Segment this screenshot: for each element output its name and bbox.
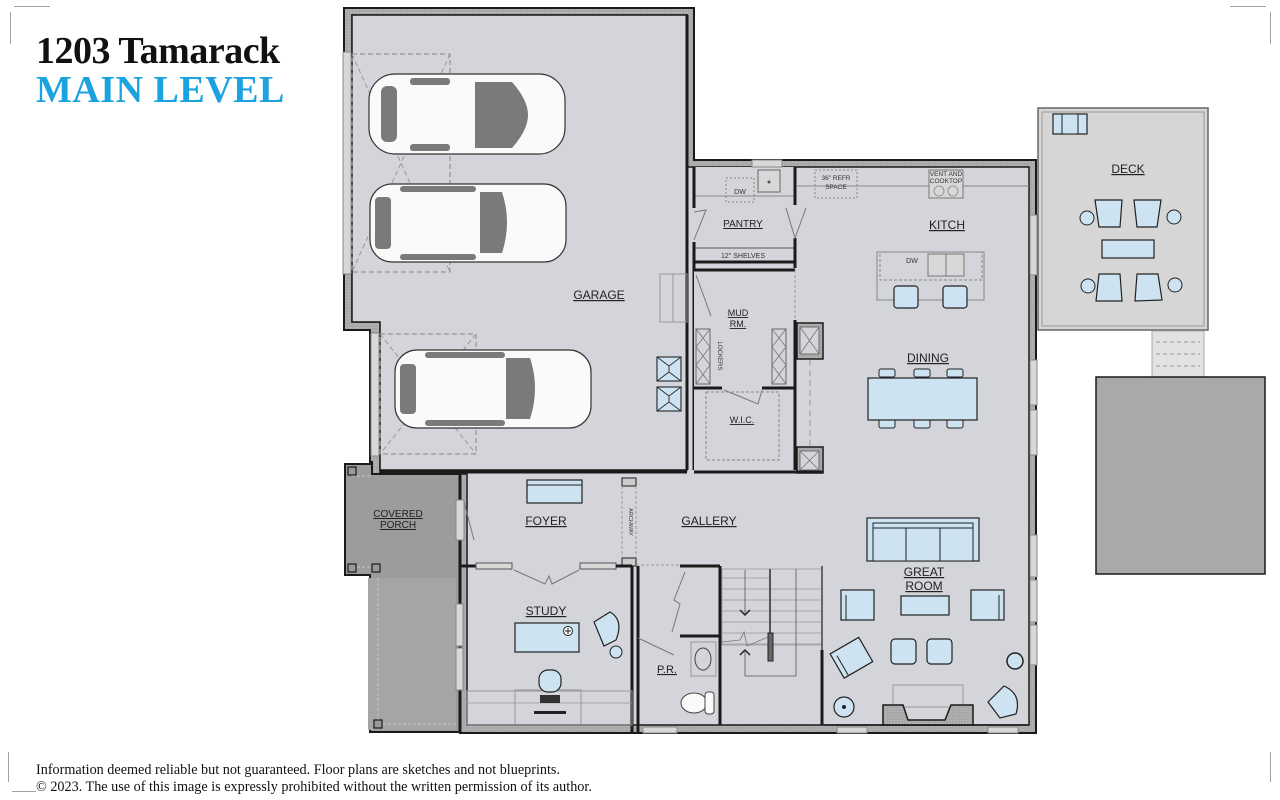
powder-room-label: P.R. xyxy=(657,664,677,676)
disclaimer-line-1: Information deemed reliable but not guar… xyxy=(36,762,560,778)
staircase xyxy=(721,566,824,725)
refr-label-2: SPACE xyxy=(825,184,847,191)
patio xyxy=(1095,376,1266,575)
garage: GARAGE xyxy=(342,14,689,474)
level-name: MAIN LEVEL xyxy=(36,69,285,111)
grill-icon xyxy=(1052,113,1088,135)
car-1-icon xyxy=(368,73,566,155)
crop-mark-bottom-left-h xyxy=(12,791,36,792)
car-2-icon xyxy=(369,183,567,263)
vent-label-2: COOKTOP xyxy=(930,178,962,185)
mechanical-unit-icon xyxy=(656,356,682,412)
bar-stool-icon xyxy=(893,285,968,309)
patio-table-icon xyxy=(1101,239,1155,259)
deck-label: DECK xyxy=(1111,162,1144,176)
study: STUDY xyxy=(455,562,634,733)
dining-label: DINING xyxy=(907,351,949,365)
built-in-desk-icon xyxy=(466,669,633,726)
crop-mark-top-left-v xyxy=(10,12,11,44)
armchair-icon xyxy=(840,589,1005,621)
right-windows xyxy=(751,159,1038,666)
powder-room: P.R. xyxy=(636,564,722,733)
patio-chair-icon xyxy=(1094,199,1163,302)
armchair-angled-icon xyxy=(829,636,874,679)
great-room-label-1: GREAT xyxy=(904,565,945,579)
crop-mark-bottom-right-v xyxy=(1270,752,1271,782)
mud-room-label-1: MUD xyxy=(728,308,749,318)
covered-porch-label-1: COVERED xyxy=(373,509,422,520)
island-dw-label: DW xyxy=(906,258,918,265)
covered-porch-label-2: PORCH xyxy=(380,520,416,531)
great-room-label-2: ROOM xyxy=(905,579,942,593)
foyer-label: FOYER xyxy=(525,514,567,528)
vent-label-1: VENT AND xyxy=(930,171,963,178)
desk-icon xyxy=(514,622,580,653)
garage-label: GARAGE xyxy=(573,288,624,302)
archway-label: ARCHWAY xyxy=(627,508,633,536)
coffee-table-icon xyxy=(900,595,950,616)
refr-label-1: 36" REFR xyxy=(821,175,850,182)
side-table-icon xyxy=(1006,652,1024,670)
disclaimer: Information deemed reliable but not guar… xyxy=(36,762,592,795)
pantry-shelves-label: 12" SHELVES xyxy=(721,253,765,260)
title-block: 1203 Tamarack MAIN LEVEL xyxy=(36,32,285,110)
crop-mark-top-left-h xyxy=(14,6,50,7)
covered-porch: COVERED PORCH xyxy=(344,463,461,733)
dining-table-icon xyxy=(867,368,978,429)
sofa-icon xyxy=(866,517,980,562)
dining: DINING xyxy=(867,351,978,429)
mud-room: LOCKERS MUD RM. W.I.C. xyxy=(694,268,824,474)
toilet-icon xyxy=(680,691,715,715)
deck-stairs xyxy=(1151,330,1205,379)
crop-mark-top-right-h xyxy=(1230,6,1266,7)
kitchen-label: KITCH xyxy=(929,218,965,232)
disclaimer-line-2: © 2023. The use of this image is express… xyxy=(36,778,592,795)
pantry-dw-label: DW xyxy=(734,189,746,196)
lockers-label: LOCKERS xyxy=(716,342,722,371)
side-table-icon xyxy=(1079,209,1183,294)
ottoman-icon xyxy=(890,638,953,665)
study-label: STUDY xyxy=(526,604,567,618)
property-address: 1203 Tamarack xyxy=(36,30,280,72)
mud-room-label-2: RM. xyxy=(730,319,747,329)
wic-label: W.I.C. xyxy=(730,415,755,425)
foyer-bench-icon xyxy=(526,479,583,504)
round-chair-icon xyxy=(987,685,1019,719)
gallery-label: GALLERY xyxy=(681,514,736,528)
armchair-icon xyxy=(593,611,623,659)
great-room: GREAT ROOM xyxy=(642,517,1029,734)
kitchen: 36" REFR SPACE VENT AND COOKTOP KITCH DW xyxy=(797,169,1029,309)
crop-mark-bottom-left-v xyxy=(8,752,9,782)
pantry-label: PANTRY xyxy=(723,219,763,230)
stair-down-arrow-icon xyxy=(739,609,751,617)
car-3-icon xyxy=(394,349,592,429)
deck: DECK xyxy=(1037,107,1209,379)
crop-mark-top-right-v xyxy=(1270,12,1271,44)
